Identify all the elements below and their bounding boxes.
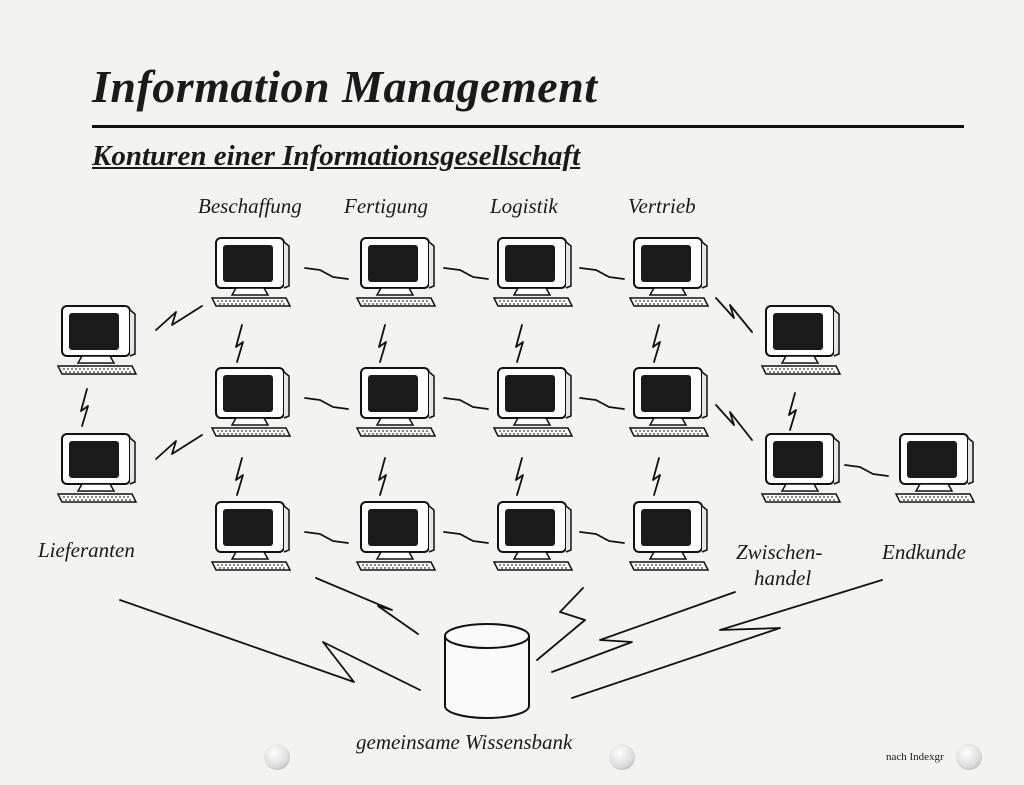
link-row1-a xyxy=(304,267,349,280)
column-label-beschaffung: Beschaffung xyxy=(198,194,302,218)
computer-vertrieb-2 xyxy=(629,367,709,437)
page-subtitle: Konturen einer Informationsgesellschaft xyxy=(92,140,581,172)
column-label-fertigung: Fertigung xyxy=(344,194,428,218)
computer-logistik-3 xyxy=(493,501,573,571)
link-row1-b xyxy=(443,267,489,280)
db-link-logistik xyxy=(536,587,586,661)
computer-zwischenhandel-2 xyxy=(761,433,841,503)
label-zwischenhandel-line1: Zwischen- xyxy=(736,540,823,564)
computer-vertrieb-1 xyxy=(629,237,709,307)
label-database: gemeinsame Wissensbank xyxy=(356,730,573,754)
punch-hole-left xyxy=(264,744,290,770)
label-zwischenhandel-line2: handel xyxy=(754,566,812,590)
page-title: Information Management xyxy=(92,61,598,112)
db-link-zwischenhandel xyxy=(551,591,736,673)
database-cylinder xyxy=(444,623,530,719)
computer-beschaffung-3 xyxy=(211,501,291,571)
db-link-lieferanten xyxy=(119,599,421,691)
computer-beschaffung-2 xyxy=(211,367,291,437)
computer-lieferanten-2 xyxy=(57,433,137,503)
computer-fertigung-2 xyxy=(356,367,436,437)
computer-logistik-1 xyxy=(493,237,573,307)
punch-hole-right xyxy=(956,744,982,770)
source-note: nach Indexgr xyxy=(886,751,944,763)
column-label-vertrieb: Vertrieb xyxy=(628,194,696,218)
column-label-logistik: Logistik xyxy=(490,194,558,218)
computer-logistik-2 xyxy=(493,367,573,437)
computer-endkunde xyxy=(895,433,975,503)
computer-zwischenhandel-1 xyxy=(761,305,841,375)
computer-beschaffung-1 xyxy=(211,237,291,307)
label-lieferanten: Lieferanten xyxy=(38,538,135,562)
computer-lieferanten-1 xyxy=(57,305,137,375)
punch-hole-middle xyxy=(609,744,635,770)
title-divider xyxy=(92,125,964,128)
db-link-endkunde xyxy=(571,579,883,699)
computer-fertigung-3 xyxy=(356,501,436,571)
computer-vertrieb-3 xyxy=(629,501,709,571)
label-endkunde: Endkunde xyxy=(882,540,966,564)
db-link-row3 xyxy=(315,577,419,635)
computer-fertigung-1 xyxy=(356,237,436,307)
